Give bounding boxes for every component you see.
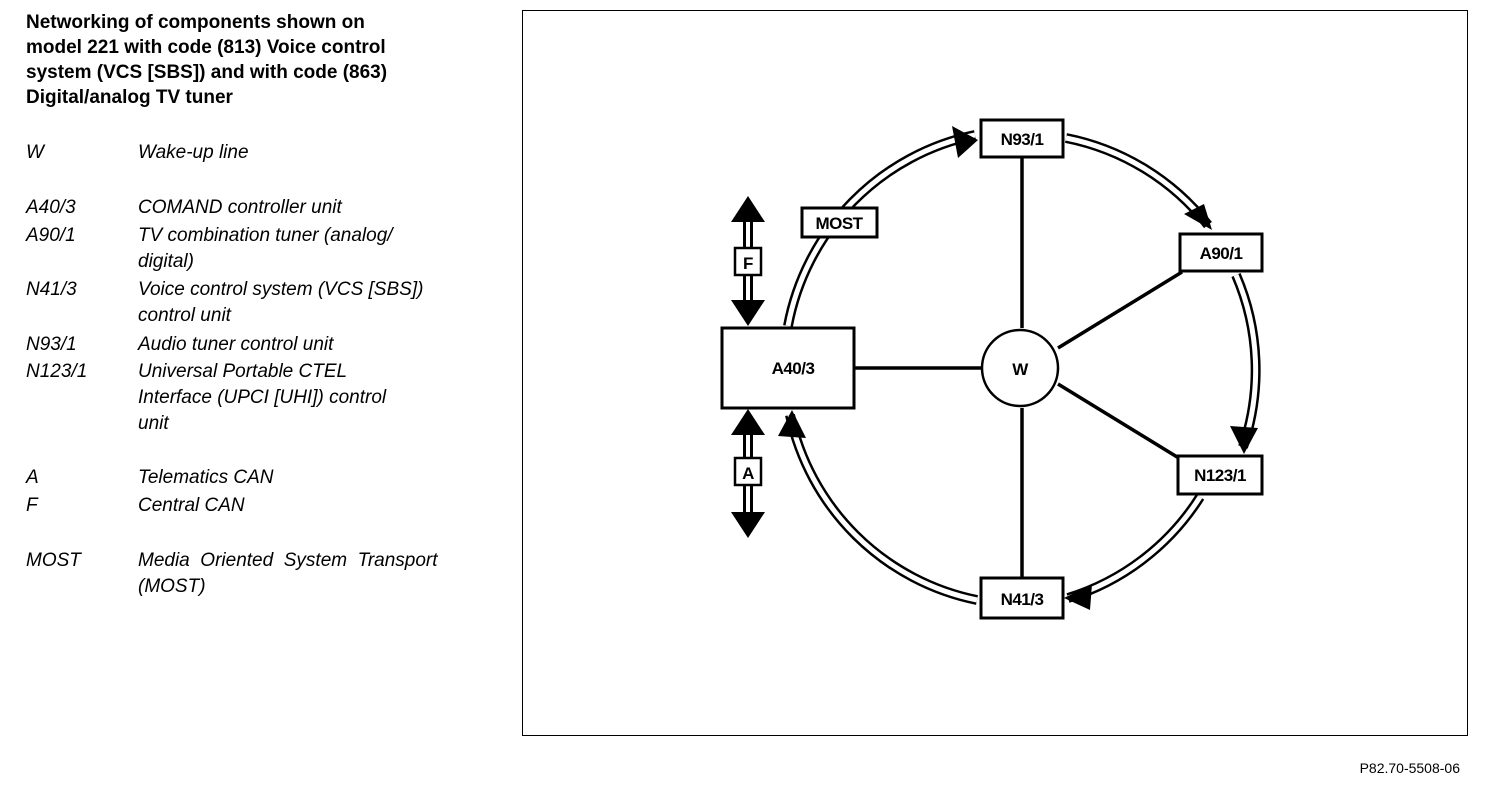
legend-desc: Voice control system (VCS [SBS])control … xyxy=(138,279,424,326)
arrowhead xyxy=(1064,584,1092,610)
svg-text:N123/1: N123/1 xyxy=(1194,466,1246,485)
legend-code: A40/3 xyxy=(26,197,76,218)
node-n93-1: N93/1 xyxy=(979,118,1065,159)
svg-text:W: W xyxy=(1012,360,1029,379)
svg-text:A90/1: A90/1 xyxy=(1200,244,1243,263)
f-label: F xyxy=(743,254,753,273)
svg-text:MOST: MOST xyxy=(815,214,863,233)
most-arrowheads xyxy=(778,126,1258,610)
svg-text:A40/3: A40/3 xyxy=(772,359,815,378)
figure-id: P82.70-5508-06 xyxy=(1359,760,1460,776)
legend-desc: Central CAN xyxy=(138,495,245,516)
diagram-frame xyxy=(522,10,1468,736)
central-can-arrow: F xyxy=(731,196,765,326)
legend-code: F xyxy=(26,495,38,516)
legend-code: N93/1 xyxy=(26,334,77,355)
most-label: MOST xyxy=(800,206,879,239)
svg-text:N93/1: N93/1 xyxy=(1001,130,1044,149)
svg-text:N41/3: N41/3 xyxy=(1001,590,1044,609)
arrowhead xyxy=(1230,426,1258,454)
arrowhead xyxy=(952,126,978,158)
node-n123-1: N123/1 xyxy=(1176,454,1264,496)
telematics-can-arrow: A xyxy=(731,409,765,538)
legend-code: W xyxy=(26,142,44,163)
title-line: model 221 with code (813) Voice control xyxy=(26,37,386,58)
legend-desc: COMAND controller unit xyxy=(138,197,342,218)
arrowhead xyxy=(778,410,806,438)
legend-code: N41/3 xyxy=(26,279,77,300)
title-line: Digital/analog TV tuner xyxy=(26,87,233,108)
legend-code: A90/1 xyxy=(26,225,76,246)
node-n41-3: N41/3 xyxy=(979,576,1065,620)
wake-up-spokes xyxy=(854,157,1183,578)
diagram-title: Networking of components shown on model … xyxy=(26,10,496,110)
node-w: W xyxy=(980,328,1060,408)
legend-desc: Audio tuner control unit xyxy=(138,334,334,355)
legend-desc: TV combination tuner (analog/digital) xyxy=(138,225,393,272)
a-label: A xyxy=(742,464,754,483)
legend-desc: Media Oriented System Transport(MOST) xyxy=(138,550,438,597)
legend-desc: Wake-up line xyxy=(138,142,249,163)
title-line: system (VCS [SBS]) and with code (863) xyxy=(26,62,388,83)
title-line: Networking of components shown on xyxy=(26,12,365,33)
legend-code: A xyxy=(26,467,39,488)
legend-desc: Telematics CAN xyxy=(138,467,274,488)
node-a90-1: A90/1 xyxy=(1178,232,1264,273)
legend-code: MOST xyxy=(26,550,81,571)
legend-code: N123/1 xyxy=(26,361,88,382)
node-a40-3: A40/3 xyxy=(720,326,856,410)
arrowhead xyxy=(1184,204,1212,230)
